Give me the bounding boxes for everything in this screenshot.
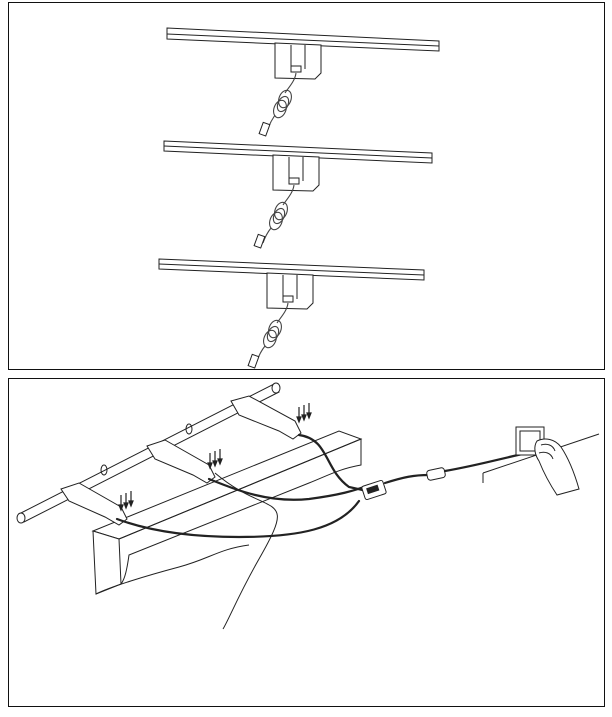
coiled-cable	[253, 184, 295, 249]
mount-clip-2	[146, 439, 216, 484]
mount-bracket	[274, 42, 322, 80]
hand-icon	[534, 438, 580, 496]
screw-group-2	[207, 449, 223, 470]
light-bar-unit-1	[166, 27, 440, 137]
mount-clips	[60, 395, 302, 526]
cable-clip	[288, 177, 300, 185]
mount-bracket	[266, 272, 314, 310]
mount-bracket	[272, 154, 320, 192]
plug	[258, 121, 271, 137]
inline-switch	[426, 467, 446, 481]
cable-clip	[290, 65, 302, 73]
cable-clip	[282, 295, 294, 303]
bottom-illustration	[16, 382, 600, 630]
screw-group-1	[118, 491, 134, 512]
screw-group-3	[296, 403, 312, 424]
distributor-hub	[361, 479, 387, 501]
coiled-cable	[258, 72, 297, 137]
coiled-cable	[247, 302, 289, 369]
cables	[115, 433, 371, 630]
mount-clip-3	[230, 395, 302, 440]
light-bar-unit-2	[163, 140, 433, 249]
top-illustration	[158, 27, 440, 369]
screws	[118, 403, 312, 512]
plug	[247, 353, 260, 369]
light-bar-unit-3	[158, 258, 425, 369]
plug	[253, 233, 266, 249]
top-panel	[8, 2, 605, 370]
bottom-panel	[8, 378, 605, 707]
